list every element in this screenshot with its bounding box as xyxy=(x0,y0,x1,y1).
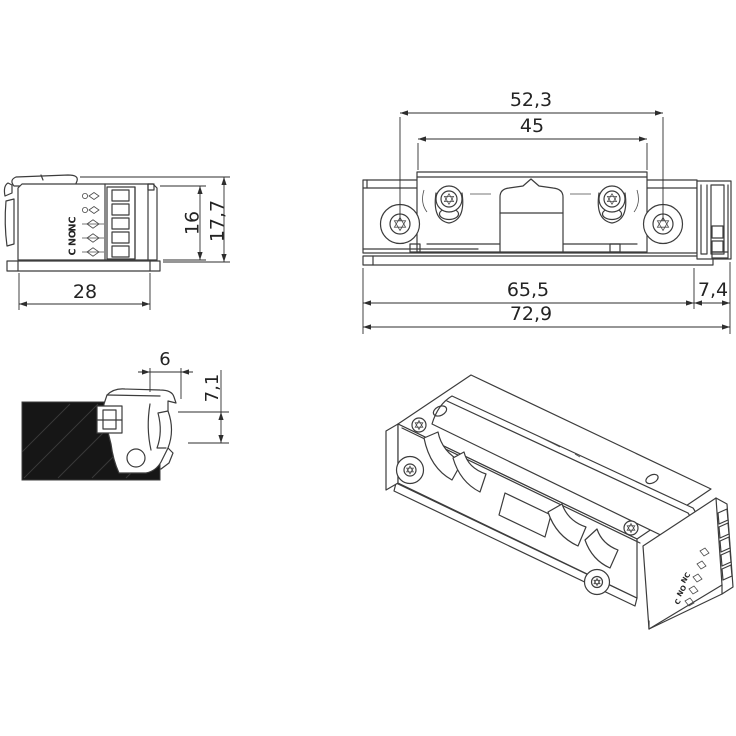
iso-left-face xyxy=(385,423,399,491)
side-view: NC NO C 28 16 17,7 xyxy=(3,174,230,310)
dim-72-9: 72,9 xyxy=(363,303,730,330)
side-tab xyxy=(4,198,15,247)
dim-16: 16 xyxy=(160,185,206,261)
terminal-label-c: C xyxy=(68,248,79,255)
iso-terminal-housing: NC NO C xyxy=(642,497,734,630)
dim-16-label: 16 xyxy=(182,211,204,235)
dim-65-5-label: 65,5 xyxy=(507,279,549,301)
dim-28-label: 28 xyxy=(73,281,97,303)
dim-72-9-label: 72,9 xyxy=(510,303,552,325)
dim-45-label: 45 xyxy=(520,115,544,137)
left-mount-screw xyxy=(379,203,421,245)
dim-28: 28 xyxy=(18,273,151,310)
right-mount-screw xyxy=(642,203,684,245)
dim-7-1-label: 7,1 xyxy=(202,374,223,403)
faceplate-edge xyxy=(6,260,161,272)
front-view: 52,3 45 65,5 7,4 72 xyxy=(362,89,732,334)
keeper-front xyxy=(499,178,564,253)
front-faceplate-edge xyxy=(362,255,714,266)
terminal-label-no: NO xyxy=(68,230,79,246)
detail-view: 6 7,1 xyxy=(21,349,229,481)
dim-17-7: 17,7 xyxy=(80,176,230,263)
dim-52-3-label: 52,3 xyxy=(510,89,552,111)
dim-52-3: 52,3 xyxy=(399,89,664,221)
left-adjust-screw xyxy=(422,185,464,224)
contact-symbols xyxy=(82,192,104,257)
dim-7-4-label: 7,4 xyxy=(698,279,728,301)
iso-top-holes xyxy=(411,405,659,536)
dim-6-label: 6 xyxy=(159,349,170,370)
terminal-label-nc: NC xyxy=(68,217,79,232)
latch-section xyxy=(96,388,177,474)
right-adjust-screw xyxy=(597,185,639,224)
keeper-flap xyxy=(11,174,78,187)
iso-view: NC NO C xyxy=(385,374,734,630)
dim-6: 6 xyxy=(138,349,193,399)
dim-7-1: 7,1 xyxy=(178,370,229,444)
dim-45: 45 xyxy=(417,115,648,170)
terminal-block xyxy=(106,186,136,260)
iso-terminal-label-c: C xyxy=(673,598,683,607)
iso-front-screws xyxy=(395,455,611,596)
left-hook xyxy=(3,182,13,197)
terminal-end-section xyxy=(696,180,732,260)
dim-65-5: 65,5 7,4 xyxy=(362,262,731,334)
iso-latch-parts xyxy=(423,431,619,569)
dim-17-7-label: 17,7 xyxy=(207,200,229,242)
